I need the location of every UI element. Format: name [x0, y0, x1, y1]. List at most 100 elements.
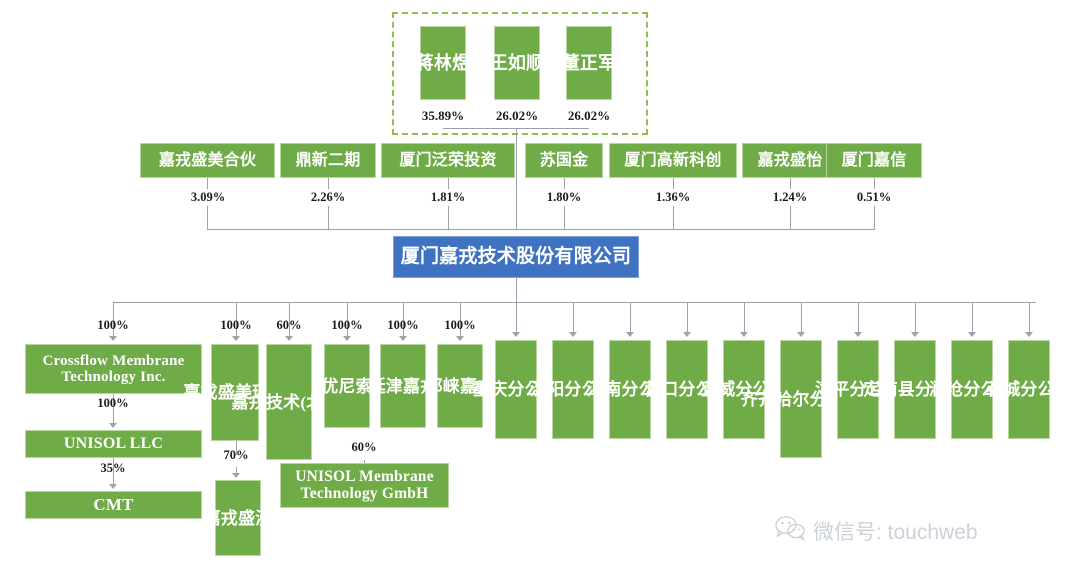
subsub-drop-1 — [113, 458, 114, 486]
shareholder-stem-2 — [448, 178, 449, 189]
subsidiary-box-2[interactable]: 嘉戎技术(北京) — [232, 344, 346, 460]
branch-box-7[interactable]: 定南县分公司 — [863, 340, 966, 439]
subsub-arrow-0 — [109, 423, 117, 428]
subsub-arrow-2 — [232, 473, 240, 478]
subsub-box-0[interactable]: UNISOL LLC — [25, 430, 202, 458]
subsub-drop-2 — [236, 441, 237, 455]
founder-box-1[interactable]: 王如顺 — [490, 26, 544, 100]
subsidiary-percent-0: 100% — [97, 318, 129, 332]
branch-box-0[interactable]: 重庆分公司 — [473, 340, 559, 439]
shareholder-percent-5: 1.24% — [772, 190, 808, 204]
subsidiary-box-5[interactable]: 邛崃嘉戎 — [426, 344, 494, 428]
subsidiary-arrow-4 — [399, 336, 407, 341]
shareholder-percent-1: 2.26% — [310, 190, 346, 204]
subsidiary-box-3[interactable]: 优尼索 — [321, 344, 373, 428]
subsidiary-drop-0 — [113, 302, 114, 338]
subsidiary-percent-3: 100% — [331, 318, 363, 332]
shareholder-stem-4 — [673, 178, 674, 189]
shareholder-box-4[interactable]: 厦门高新科创 — [609, 143, 737, 178]
branch-box-5[interactable]: 齐齐哈尔分公司 — [741, 340, 861, 458]
subsub-box-3[interactable]: UNISOL Membrane Technology GmbH — [280, 463, 449, 508]
founder-percent-0: 35.89% — [421, 108, 465, 123]
branch-drop-5 — [801, 302, 802, 334]
branch-arrow-6 — [854, 332, 862, 337]
shareholder-percent-2: 1.81% — [430, 190, 466, 204]
shareholder-box-2[interactable]: 厦门泛荣投资 — [381, 143, 515, 178]
shareholder-percent-3: 1.80% — [546, 190, 582, 204]
subsub-drop-2b — [236, 467, 237, 475]
branch-arrow-8 — [968, 332, 976, 337]
watermark-text: 微信号: touchweb — [813, 521, 978, 544]
branch-drop-0 — [516, 302, 517, 334]
shareholder-drop-3 — [564, 206, 565, 229]
shareholder-drop-0 — [207, 206, 208, 229]
shareholder-percent-6: 0.51% — [856, 190, 892, 204]
branch-box-3[interactable]: 营口分公司 — [644, 340, 730, 439]
subsidiary-drop-5 — [460, 302, 461, 338]
subsub-percent-2: 70% — [223, 448, 249, 462]
founder-box-2[interactable]: 董正军 — [562, 26, 616, 100]
subsidiary-box-0[interactable]: Crossflow Membrane Technology Inc. — [25, 344, 202, 394]
subsub-percent-1: 35% — [100, 461, 126, 475]
shareholder-stem-0 — [207, 178, 208, 189]
subsub-drop-0 — [113, 394, 114, 425]
subsidiary-percent-2: 60% — [276, 318, 302, 332]
subsidiary-box-4[interactable]: 延津嘉戎 — [369, 344, 437, 428]
shareholder-stem-3 — [564, 178, 565, 189]
subsub-box-2[interactable]: 嘉戎盛泓 — [204, 480, 272, 556]
shareholder-box-0[interactable]: 嘉戎盛美合伙 — [140, 143, 275, 178]
wechat-icon — [775, 515, 805, 547]
branch-drop-6 — [858, 302, 859, 334]
branch-box-1[interactable]: 沈阳分公司 — [530, 340, 616, 439]
shareholder-stem-5 — [790, 178, 791, 189]
shareholder-stem-1 — [328, 178, 329, 189]
subsub-box-1[interactable]: CMT — [25, 491, 202, 519]
watermark: 微信号: touchweb — [775, 515, 978, 547]
branch-box-4[interactable]: 宣威分公司 — [701, 340, 787, 439]
subsidiary-percent-1: 100% — [220, 318, 252, 332]
branch-arrow-9 — [1025, 332, 1033, 337]
subsub-percent-3: 60% — [351, 440, 377, 454]
branch-box-2[interactable]: 河南分公司 — [587, 340, 673, 439]
subsidiary-box-1[interactable]: 嘉戎盛美环境 — [183, 344, 286, 441]
shareholder-box-3[interactable]: 苏国金 — [525, 143, 603, 178]
branch-drop-1 — [573, 302, 574, 334]
founders-to-company-line — [516, 128, 517, 230]
branch-drop-4 — [744, 302, 745, 334]
shareholder-box-5[interactable]: 嘉戎盛怡 — [742, 143, 838, 178]
shareholder-percent-0: 3.09% — [190, 190, 226, 204]
branch-box-8[interactable]: 澜沧分公司 — [929, 340, 1015, 439]
shareholder-box-6[interactable]: 厦门嘉信 — [826, 143, 922, 178]
shareholder-drop-5 — [790, 206, 791, 229]
branch-drop-2 — [630, 302, 631, 334]
shareholder-box-1[interactable]: 鼎新二期 — [280, 143, 376, 178]
subsidiary-drop-4 — [403, 302, 404, 338]
subsidiary-distribution-bus — [113, 302, 1036, 303]
shareholder-percent-4: 1.36% — [655, 190, 691, 204]
founders-group-dashed-border — [392, 12, 648, 135]
subsidiary-arrow-3 — [343, 336, 351, 341]
branch-drop-8 — [972, 302, 973, 334]
company-box[interactable]: 厦门嘉戎技术股份有限公司 — [393, 236, 639, 278]
shareholder-drop-6 — [874, 206, 875, 229]
company-drop-line — [516, 278, 517, 302]
subsidiary-arrow-2 — [285, 336, 293, 341]
subsidiary-percent-4: 100% — [387, 318, 419, 332]
subsidiary-arrow-0 — [109, 336, 117, 341]
branch-drop-9 — [1029, 302, 1030, 334]
subsidiary-arrow-5 — [456, 336, 464, 341]
founder-box-0[interactable]: 蒋林煜 — [416, 26, 470, 100]
subsub-percent-0: 100% — [97, 396, 129, 410]
subsub-arrow-1 — [109, 484, 117, 489]
subsidiary-drop-1 — [236, 302, 237, 338]
shareholder-drop-2 — [448, 206, 449, 229]
shareholder-drop-4 — [673, 206, 674, 229]
branch-box-6[interactable]: 漳平分公司 — [815, 340, 901, 439]
branch-arrow-1 — [569, 332, 577, 337]
branch-drop-3 — [687, 302, 688, 334]
branch-arrow-4 — [740, 332, 748, 337]
branch-box-9[interactable]: 石城分公司 — [986, 340, 1072, 439]
branch-arrow-3 — [683, 332, 691, 337]
founder-percent-2: 26.02% — [567, 108, 611, 123]
